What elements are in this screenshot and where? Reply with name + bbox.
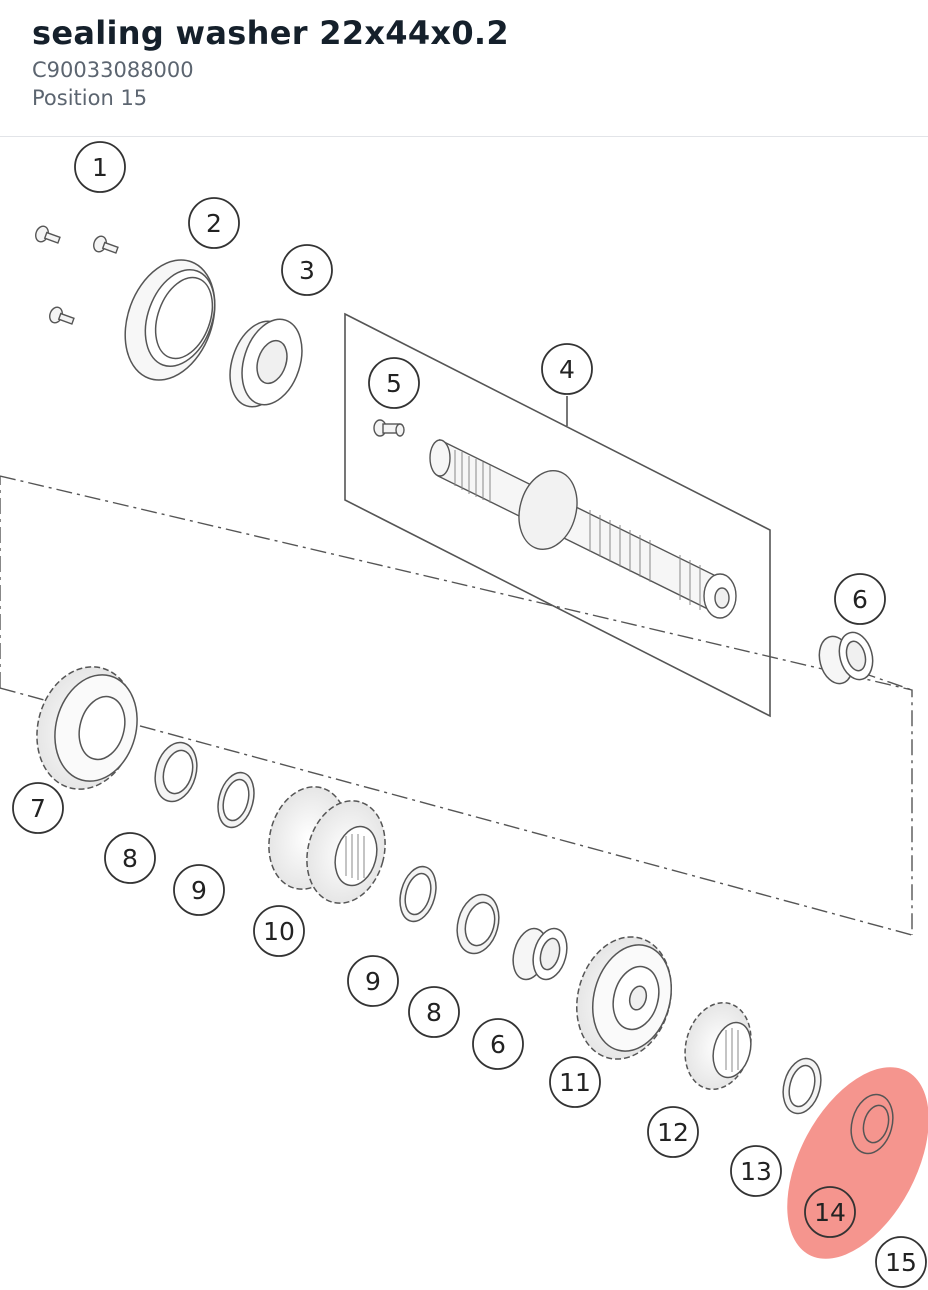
callout-circle xyxy=(472,1018,524,1070)
bushing-part-6-lower xyxy=(512,927,568,981)
callout-c13[interactable]: 13 xyxy=(730,1145,782,1197)
washer-part-9-lower xyxy=(399,865,437,923)
callout-number: 2 xyxy=(206,209,222,238)
callout-number: 13 xyxy=(740,1157,772,1186)
callout-number: 3 xyxy=(299,256,315,285)
part-title: sealing washer 22x44x0.2 xyxy=(32,14,509,52)
plug-part-5 xyxy=(373,419,405,437)
washer-part-13 xyxy=(782,1057,822,1115)
callout-number: 11 xyxy=(559,1068,591,1097)
bearing-part-3 xyxy=(229,318,303,408)
callout-circle xyxy=(347,955,399,1007)
callout-number: 8 xyxy=(122,844,138,873)
callout-c14[interactable]: 14 xyxy=(804,1186,856,1238)
callout-c10[interactable]: 10 xyxy=(253,905,305,957)
part-header: sealing washer 22x44x0.2 C90033088000 Po… xyxy=(0,0,928,137)
callout-c12[interactable]: 12 xyxy=(647,1106,699,1158)
callout-number: 10 xyxy=(263,917,295,946)
callout-c1[interactable]: 1 xyxy=(74,141,126,193)
callout-number: 7 xyxy=(30,794,46,823)
part-position: Position 15 xyxy=(32,86,148,110)
callout-c9a[interactable]: 9 xyxy=(173,864,225,916)
callout-circle xyxy=(368,357,420,409)
needle-bearing-part-8-upper xyxy=(154,741,198,803)
callout-c11[interactable]: 11 xyxy=(549,1056,601,1108)
callout-circle xyxy=(730,1145,782,1197)
washer-part-9-upper xyxy=(217,771,255,829)
callout-circle xyxy=(647,1106,699,1158)
callout-c7[interactable]: 7 xyxy=(12,782,64,834)
needle-bearing-part-8-lower xyxy=(456,893,500,955)
callout-circle xyxy=(104,832,156,884)
callout-circle xyxy=(281,244,333,296)
callout-c3[interactable]: 3 xyxy=(281,244,333,296)
callout-number: 6 xyxy=(490,1030,506,1059)
callout-c8b[interactable]: 8 xyxy=(408,986,460,1038)
part-number: C90033088000 xyxy=(32,58,194,82)
callout-number: 6 xyxy=(852,585,868,614)
callout-number: 5 xyxy=(386,369,402,398)
callout-c15[interactable]: 15 xyxy=(875,1236,927,1288)
callout-number: 9 xyxy=(365,967,381,996)
callout-circle xyxy=(541,343,593,395)
callout-circle xyxy=(408,986,460,1038)
callout-circle xyxy=(12,782,64,834)
sealing-washer-part-14 xyxy=(850,1093,894,1155)
callout-circle xyxy=(74,141,126,193)
double-gear-part-10 xyxy=(268,786,386,904)
bearing-retainer-part-2 xyxy=(124,259,216,381)
callout-number: 4 xyxy=(559,355,575,384)
callout-c6b[interactable]: 6 xyxy=(472,1018,524,1070)
callout-circle xyxy=(173,864,225,916)
bolts-part-1 xyxy=(35,225,119,325)
callout-circle xyxy=(834,573,886,625)
callout-c6a[interactable]: 6 xyxy=(834,573,886,625)
callout-number: 8 xyxy=(426,998,442,1027)
gear-part-7 xyxy=(36,666,138,790)
callout-c2[interactable]: 2 xyxy=(188,197,240,249)
bushing-part-6-upper xyxy=(818,631,874,685)
callout-circle xyxy=(875,1236,927,1288)
gear-part-11 xyxy=(576,936,673,1060)
callout-number: 14 xyxy=(814,1198,846,1227)
gear-part-12 xyxy=(684,1001,752,1091)
callout-c9b[interactable]: 9 xyxy=(347,955,399,1007)
callout-circle xyxy=(188,197,240,249)
callout-number: 1 xyxy=(92,153,108,182)
callout-circle xyxy=(253,905,305,957)
callout-circle xyxy=(549,1056,601,1108)
callout-c8a[interactable]: 8 xyxy=(104,832,156,884)
main-shaft-part-4 xyxy=(429,438,737,619)
shaft-assembly-box xyxy=(344,312,771,718)
callout-number: 9 xyxy=(191,876,207,905)
callout-c4[interactable]: 4 xyxy=(541,343,593,395)
callout-number: 12 xyxy=(657,1118,689,1147)
callout-c5[interactable]: 5 xyxy=(368,357,420,409)
callout-circle xyxy=(804,1186,856,1238)
callout-number: 15 xyxy=(885,1248,917,1277)
